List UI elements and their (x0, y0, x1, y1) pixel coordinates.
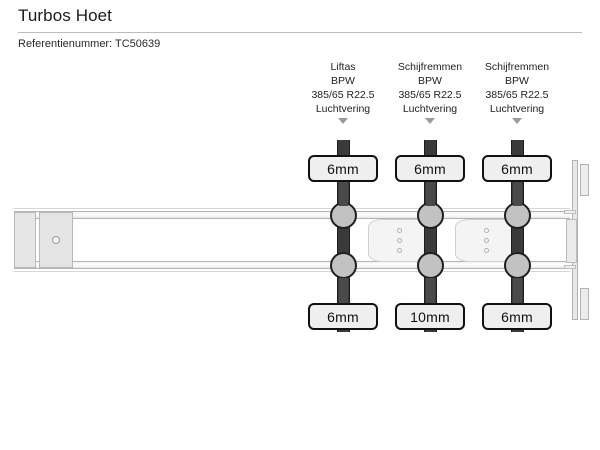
axle-3-pointer-arrow-icon (512, 118, 522, 124)
rear-rail-stub-top (564, 210, 576, 214)
axle-3-type: Schijfremmen (484, 61, 550, 73)
chassis-rail-top (14, 211, 570, 219)
axle-2-suspension: Luchtvering (402, 103, 458, 115)
tread-depth-axle-1-top[interactable]: 6mm (308, 155, 378, 182)
axle-3-suspension: Luchtvering (489, 103, 545, 115)
axle-spec-3: Schijfremmen BPW 385/65 R22.5 Luchtverin… (473, 60, 561, 124)
axle-1-tyre-size: 385/65 R22.5 (311, 89, 375, 101)
hanger-hole (484, 238, 489, 243)
depth-stem-axle-2-top (426, 180, 435, 206)
axle-1-pointer-arrow-icon (338, 118, 348, 124)
depth-stem-axle-2-bottom (426, 278, 435, 304)
depth-stem-axle-3-top (513, 180, 522, 206)
wheel-axle-2-left (417, 202, 444, 229)
axle-3-brand: BPW (505, 75, 529, 87)
hanger-hole (397, 228, 402, 233)
wheel-axle-2-right (417, 252, 444, 279)
wheel-axle-1-right (330, 252, 357, 279)
tread-depth-axle-2-top[interactable]: 6mm (395, 155, 465, 182)
header-divider (18, 32, 582, 33)
axle-1-brand: BPW (331, 75, 355, 87)
tread-depth-axle-1-bottom[interactable]: 6mm (308, 303, 378, 330)
kingpin-plate-group (14, 212, 94, 268)
axle-1-suspension: Luchtvering (315, 103, 371, 115)
tread-depth-axle-2-bottom[interactable]: 10mm (395, 303, 465, 330)
hanger-hole (484, 248, 489, 253)
wheel-axle-1-left (330, 202, 357, 229)
depth-stem-axle-3-bottom (513, 278, 522, 304)
axle-2-tyre-size: 385/65 R22.5 (398, 89, 462, 101)
suspension-hanger-1 (368, 219, 430, 262)
wheel-axle-3-right (504, 252, 531, 279)
axle-3-tyre-size: 385/65 R22.5 (485, 89, 549, 101)
depth-stem-axle-1-top (339, 180, 348, 206)
chassis-rail-bottom (14, 261, 570, 269)
axle-2-type: Schijfremmen (397, 61, 463, 73)
rear-bracket-bottom (580, 288, 589, 320)
rear-bracket-top (580, 164, 589, 196)
wheel-axle-3-left (504, 202, 531, 229)
page-header: Turbos Hoet Referentienummer: TC50639 (0, 0, 600, 50)
axle-2-brand: BPW (418, 75, 442, 87)
rear-center-block (566, 219, 577, 263)
rear-rail-stub-bottom (564, 265, 576, 269)
hanger-hole (397, 248, 402, 253)
axle-spec-1: Liftas BPW 385/65 R22.5 Luchtvering (299, 60, 387, 124)
reference-number: Referentienummer: TC50639 (18, 38, 161, 50)
chassis-beam-outline (14, 208, 570, 272)
axle-1-type: Liftas (330, 61, 356, 73)
axle-2-pointer-arrow-icon (425, 118, 435, 124)
kingpin-hole-icon (52, 236, 60, 244)
hanger-hole (397, 238, 402, 243)
tread-depth-axle-3-top[interactable]: 6mm (482, 155, 552, 182)
hanger-hole (484, 228, 489, 233)
depth-stem-axle-1-bottom (339, 278, 348, 304)
page-title: Turbos Hoet (18, 6, 113, 25)
tread-depth-axle-3-bottom[interactable]: 6mm (482, 303, 552, 330)
axle-spec-2: Schijfremmen BPW 385/65 R22.5 Luchtverin… (386, 60, 474, 124)
kingpin-plate-outer (14, 212, 36, 268)
